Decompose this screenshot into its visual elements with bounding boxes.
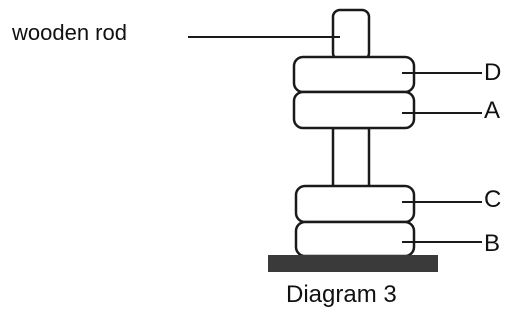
wooden-rod-middle [331,126,371,192]
wooden-rod-label: wooden rod [12,20,127,45]
ring-magnet-a [292,90,416,130]
ring-magnet-c [294,184,416,224]
magnet-b-label: B [484,230,501,257]
base-stand [268,255,438,272]
magnet-a-label: A [484,97,501,124]
diagram-caption: Diagram 3 [286,281,397,308]
magnet-d-label: D [484,59,502,86]
ring-magnet-b [294,220,416,258]
wooden-rod-top [331,8,371,62]
magnet-c-label: C [484,186,502,213]
ring-magnet-d [292,55,416,94]
